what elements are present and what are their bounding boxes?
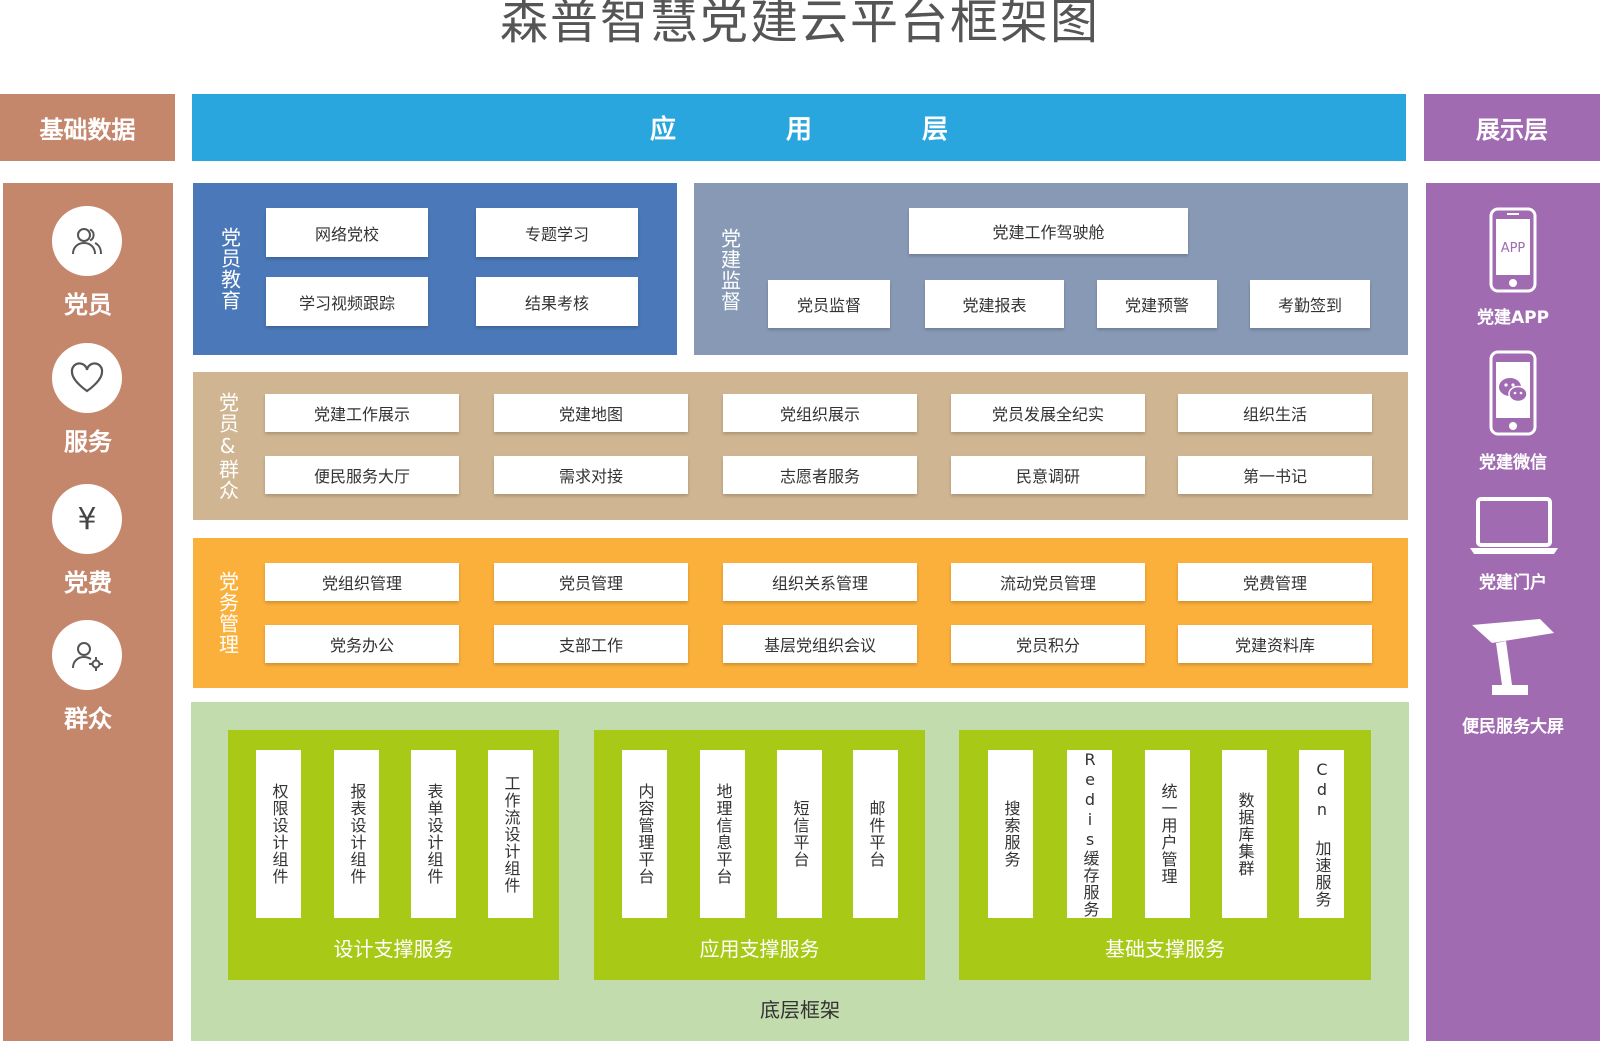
display-item-label: 党建门户 [1479,573,1547,593]
basic-data-column [3,183,173,1041]
yen-icon: ¥ [52,484,122,554]
masses-item: 志愿者服务 [723,456,917,494]
masses-label: 党员&群众 [215,391,240,501]
affairs-item: 党务办公 [265,625,459,663]
affairs-panel [193,538,1408,688]
affairs-item: 党建资料库 [1178,625,1372,663]
design-support-item: 工作流设计组件 [488,750,533,918]
app-screen-text: APP [1501,241,1526,256]
masses-item: 需求对接 [494,456,688,494]
affairs-label: 党务管理 [215,571,240,655]
basic-item-label: 群众 [64,705,112,733]
users-icon [52,206,122,276]
application-layer-header: 应 用 层 [192,94,1406,161]
yen-glyph: ¥ [77,501,97,537]
infrastructure-support-item: Redis缓存服务 [1067,750,1112,918]
design-support-item: 表单设计组件 [411,750,456,918]
infrastructure-support-item: Cdn 加速服务 [1299,750,1344,918]
infrastructure-support-item: 统一用户管理 [1145,750,1190,918]
masses-item: 党建工作展示 [265,394,459,432]
education-item: 结果考核 [476,277,638,326]
wechat-phone-icon [1489,350,1537,440]
application-support-item: 内容管理平台 [622,750,667,918]
supervision-cockpit: 党建工作驾驶舱 [909,208,1188,254]
application-support-item: 邮件平台 [853,750,898,918]
page-title: 森普智慧党建云平台框架图 [499,0,1100,50]
masses-item: 党组织展示 [723,394,917,432]
design-support-item: 报表设计组件 [334,750,379,918]
app-header-char: 应 [649,115,676,145]
affairs-item: 流动党员管理 [951,563,1145,601]
app-header-char: 层 [922,115,949,145]
infrastructure-support-label: 基础支撑服务 [1105,937,1225,961]
affairs-item: 组织关系管理 [723,563,917,601]
infrastructure-support-item: 搜索服务 [988,750,1033,918]
basic-data-header: 基础数据 [0,94,175,161]
supervision-item: 党员监督 [768,280,890,328]
laptop-icon [1468,496,1560,560]
masses-item: 民意调研 [951,456,1145,494]
basic-item-label: 服务 [64,428,112,456]
display-item-label: 便民服务大屏 [1462,717,1564,737]
education-label: 党员教育 [217,227,242,311]
masses-item: 党员发展全纪实 [951,394,1145,432]
supervision-label: 党建监督 [717,228,742,312]
affairs-item: 党组织管理 [265,563,459,601]
user-settings-icon [52,620,122,690]
supervision-item: 党建报表 [925,280,1064,328]
application-support-label: 应用支撑服务 [699,937,820,961]
phone-app-icon: APP [1489,207,1537,297]
display-layer-header: 展示层 [1424,94,1600,161]
display-column [1426,183,1600,1041]
affairs-item: 党费管理 [1178,563,1372,601]
education-item: 专题学习 [476,208,638,257]
application-support-item: 短信平台 [777,750,822,918]
affairs-item: 基层党组织会议 [723,625,917,663]
affairs-item: 党员积分 [951,625,1145,663]
basic-item-label: 党员 [64,291,112,319]
display-item-label: 党建APP [1476,308,1550,328]
affairs-item: 支部工作 [494,625,688,663]
heart-icon [52,343,122,413]
infrastructure-support-item: 数据库集群 [1222,750,1267,918]
masses-item: 党建地图 [494,394,688,432]
application-support-item: 地理信息平台 [700,750,745,918]
supervision-item: 党建预警 [1097,280,1217,328]
app-header-char: 用 [785,115,812,145]
design-support-label: 设计支撑服务 [333,937,454,961]
masses-item: 组织生活 [1178,394,1372,432]
masses-item: 便民服务大厅 [265,456,459,494]
basic-item-label: 党费 [64,569,112,597]
education-item: 网络党校 [266,208,428,257]
base-framework-label: 底层框架 [760,998,840,1022]
display-item-label: 党建微信 [1479,453,1547,473]
supervision-item: 考勤签到 [1250,280,1370,328]
masses-item: 第一书记 [1178,456,1372,494]
kiosk-icon [1468,617,1560,705]
design-support-item: 权限设计组件 [256,750,301,918]
affairs-item: 党员管理 [494,563,688,601]
education-item: 学习视频跟踪 [266,277,428,326]
